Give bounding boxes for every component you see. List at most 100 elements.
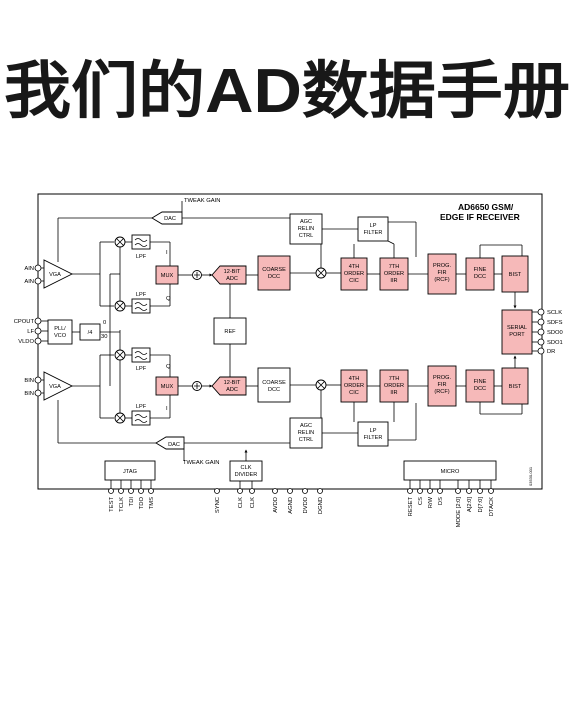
- pin-sclk: [537, 308, 545, 316]
- micro-label: MICRO: [441, 469, 460, 475]
- pin-label-reset: RESET: [408, 497, 414, 517]
- pin-label-vldo: VLDO: [18, 339, 34, 345]
- pin-sdo0: [537, 328, 545, 336]
- pin-label-tclk: TCLK: [119, 497, 125, 512]
- pin-addr: [466, 488, 472, 494]
- pin-label-clk: CLK: [238, 497, 244, 508]
- micro-block: [403, 460, 497, 481]
- iir-top-2: ORDER: [384, 271, 404, 277]
- mux-bottom-label: MUX: [161, 384, 174, 390]
- serial-port-1: SERIAL: [507, 325, 527, 331]
- pin-bin: [34, 376, 42, 384]
- pin-dtack: [488, 488, 494, 494]
- label-q-top: Q: [166, 296, 171, 302]
- jtag-block: [104, 460, 156, 481]
- jtag-label: JTAG: [123, 469, 137, 475]
- pin-label-ain: AIN: [24, 266, 34, 272]
- cic-bottom-3: CIC: [349, 390, 359, 396]
- iir-bottom-1: 7TH: [389, 376, 400, 382]
- pin-clk: [237, 488, 243, 494]
- bist-bottom-label: BIST: [509, 384, 522, 390]
- pin-label-dr: DR: [547, 349, 555, 355]
- lpf-top-i: [131, 234, 151, 250]
- dac-top-label: DAC: [164, 216, 176, 222]
- prog-fir-top-3: (RCF): [434, 277, 449, 283]
- pin-tdo: [138, 488, 144, 494]
- bist-top-label: BIST: [509, 272, 522, 278]
- lp-filter-bottom-1: LP: [370, 428, 377, 434]
- lpf-bottom-i: [131, 410, 151, 426]
- pin-dvdd: [302, 488, 308, 494]
- fine-dcc-bottom: [465, 369, 495, 403]
- chip-title-line1: AD6650 GSM/: [458, 202, 514, 212]
- cic-top-2: ORDER: [344, 271, 364, 277]
- clk-divider: [229, 460, 263, 482]
- pin-cpout: [34, 317, 42, 325]
- prog-fir-top: [427, 253, 457, 295]
- agc-top-2: RELIN: [298, 226, 314, 232]
- vga-bottom: [43, 371, 74, 401]
- prog-fir-bottom-2: FIR: [437, 382, 446, 388]
- pin-label-cs: CS: [418, 497, 424, 505]
- pin-mode: [455, 488, 461, 494]
- ref-block-label: REF: [224, 329, 236, 335]
- iir-bottom-3: IIR: [390, 390, 397, 396]
- prog-fir-bottom: [427, 365, 457, 407]
- agc-top-1: AGC: [300, 219, 312, 225]
- pin-label-tdi: TDI: [129, 497, 135, 507]
- pll-vco: [47, 319, 73, 345]
- serial-port: [501, 309, 533, 355]
- pin-avdd: [272, 488, 278, 494]
- pin-test: [108, 488, 114, 494]
- clk-divider-2: DIVIDER: [235, 472, 258, 478]
- pin-label-addr: A[2:0]: [467, 497, 473, 513]
- pin-clk-bar: [249, 488, 255, 494]
- pin-reset: [407, 488, 413, 494]
- vga-top-label: VGA: [49, 272, 61, 278]
- chip-title-line2: EDGE IF RECEIVER: [440, 212, 520, 222]
- pin-sdo1: [537, 338, 545, 346]
- serial-port-2: PORT: [509, 332, 525, 338]
- lpf-bottom-q-label: LPF: [136, 366, 147, 372]
- pin-label-mode: MODE [2:0]: [456, 497, 462, 528]
- pin-label-rw: R/W: [428, 496, 434, 508]
- cic-bottom-1: 4TH: [349, 376, 360, 382]
- pin-label-tdo: TDO: [139, 497, 145, 510]
- bist-bottom: [501, 367, 529, 405]
- adc-top-label-1: 12-BIT: [224, 269, 241, 275]
- label-i-top: I: [166, 250, 168, 256]
- lpf-bottom-q: [131, 347, 151, 363]
- pin-label-tms: TMS: [149, 497, 155, 509]
- prog-fir-top-2: FIR: [437, 270, 446, 276]
- tweak-gain-bottom: TWEAK GAIN: [183, 460, 219, 466]
- pin-label-bin-bar: BIN: [24, 391, 34, 397]
- coarse-dcc-top-1: COARSE: [262, 267, 286, 273]
- pin-label-avdd: AVDD: [273, 497, 279, 513]
- pin-ain-bar: [34, 277, 42, 285]
- tweak-gain-top: TWEAK GAIN: [184, 198, 220, 204]
- pin-label-sdo0: SDO0: [547, 330, 563, 336]
- pin-label-sdo1: SDO1: [547, 340, 563, 346]
- pin-label-ain-bar: AIN: [24, 279, 34, 285]
- pin-label-lf: LF: [27, 329, 34, 335]
- pin-bin-bar: [34, 389, 42, 397]
- pin-label-test: TEST: [109, 497, 115, 512]
- cic-top-3: CIC: [349, 278, 359, 284]
- pin-label-bin: BIN: [24, 378, 34, 384]
- adc-bottom-label-2: ADC: [226, 387, 238, 393]
- pll-vco-2: VCO: [54, 333, 67, 339]
- cic-bottom-2: ORDER: [344, 383, 364, 389]
- lp-filter-bottom-2: FILTER: [364, 435, 383, 441]
- pin-lf: [34, 327, 42, 335]
- cic-top: [340, 257, 368, 291]
- pin-label-ds: DS: [438, 497, 444, 505]
- lp-filter-top: [357, 216, 389, 242]
- pin-data: [477, 488, 483, 494]
- pll-vco-1: PLL/: [54, 326, 66, 332]
- iir-top-3: IIR: [390, 278, 397, 284]
- adc-bottom-label-1: 12-BIT: [224, 380, 241, 386]
- pin-label-agnd: AGND: [288, 497, 294, 514]
- pin-tdi: [128, 488, 134, 494]
- phase-0-label: 0: [103, 320, 106, 326]
- prog-fir-bottom-3: (RCF): [434, 389, 449, 395]
